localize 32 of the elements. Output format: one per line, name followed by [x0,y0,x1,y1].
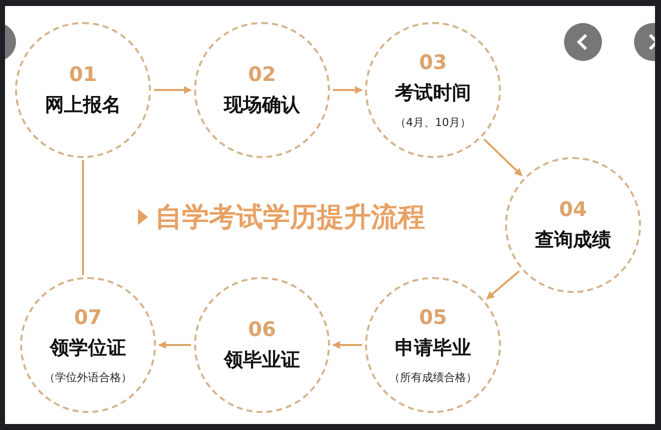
step-number: 06 [248,317,276,341]
arrow [154,86,192,94]
step-label: 领学位证 [50,336,126,361]
step-note: （学位外语合格） [44,371,132,385]
step-label: 查询成绩 [535,228,611,253]
dashed-circle [194,22,330,158]
arrow [158,341,191,349]
step-label: 现场确认 [224,93,300,118]
dashed-circle [20,277,156,413]
dashed-circle [194,277,330,413]
step-note: （4月、10月） [395,116,471,130]
step-label: 网上报名 [45,93,121,118]
connector-line [82,160,84,276]
step-label: 领毕业证 [224,348,300,373]
diagram-title: 自学考试学历提升流程 [155,201,425,235]
step-note: （所有成绩合格） [389,371,477,385]
step-number: 02 [248,62,276,86]
step-label: 考试时间 [395,81,471,106]
arrow [333,86,363,94]
step-number: 01 [69,62,97,86]
step-number: 03 [419,50,447,74]
step-number: 04 [559,197,587,221]
dashed-circle [15,22,151,158]
dashed-circle [365,277,501,413]
arrow [332,341,362,349]
dashed-circle [505,157,641,293]
step-label: 申请毕业 [395,336,471,361]
step-number: 05 [419,305,447,329]
arrow [486,270,520,300]
arrow [483,138,523,176]
step-number: 07 [74,305,102,329]
dashed-circle [365,22,501,158]
